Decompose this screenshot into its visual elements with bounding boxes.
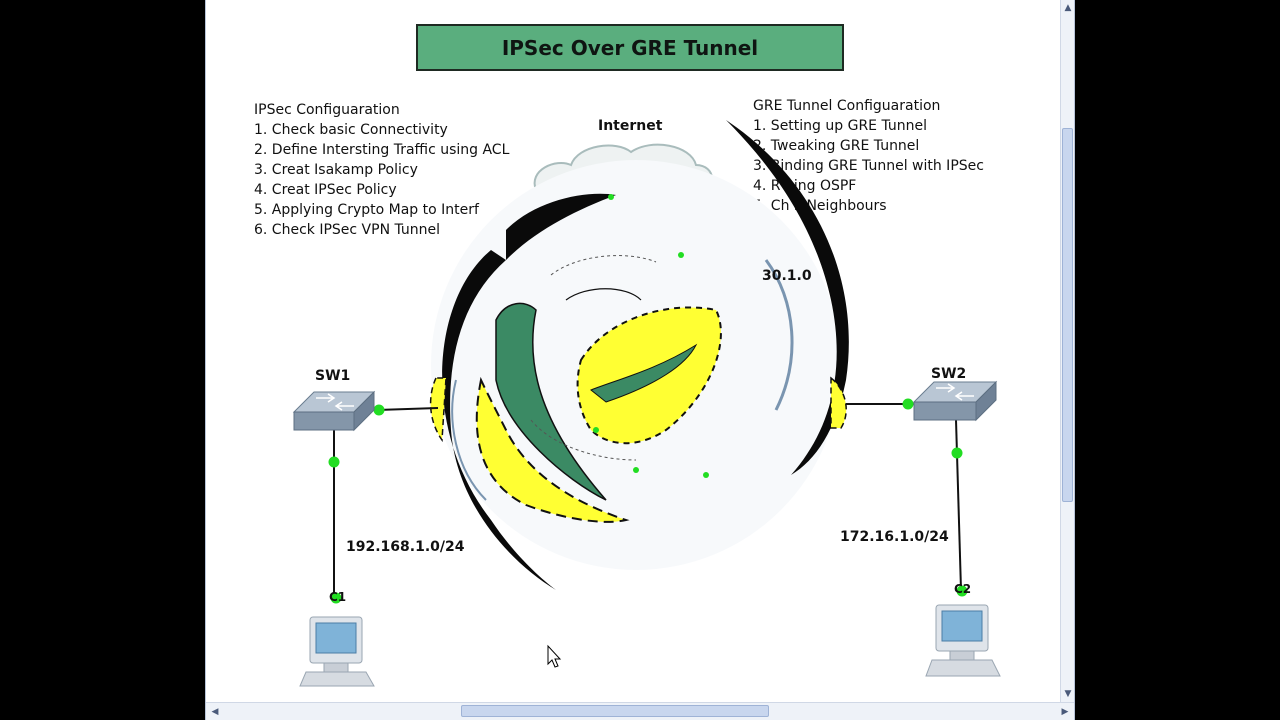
vertical-scrollbar[interactable]: ▲ ▼ bbox=[1060, 0, 1074, 702]
link-status-dot bbox=[951, 447, 963, 459]
swirl-effect bbox=[431, 120, 849, 590]
ipsec-step: 1. Check basic Connectivity bbox=[254, 122, 448, 138]
scroll-down-icon[interactable]: ▼ bbox=[1064, 689, 1072, 699]
ipsec-step: 5. Applying Crypto Map to Interf bbox=[254, 202, 479, 218]
network-left-label: 192.168.1.0/24 bbox=[346, 539, 465, 555]
horizontal-scrollbar[interactable]: ◀ ▶ bbox=[206, 702, 1074, 720]
gre-step: 2. Tweaking GRE Tunnel bbox=[753, 138, 920, 154]
link-sw2-pc2 bbox=[955, 419, 962, 591]
ipsec-step: 6. Check IPSec VPN Tunnel bbox=[254, 222, 441, 238]
ipsec-config-heading: IPSec Configuaration bbox=[254, 102, 400, 118]
computer-icon[interactable] bbox=[925, 604, 1001, 677]
link-status-dot bbox=[328, 456, 340, 468]
horizontal-scroll-thumb[interactable] bbox=[461, 705, 769, 717]
scroll-right-icon[interactable]: ▶ bbox=[1061, 707, 1069, 717]
switch-icon[interactable] bbox=[292, 390, 376, 432]
sw1-label: SW1 bbox=[315, 368, 351, 384]
diagram-title: IPSec Over GRE Tunnel bbox=[416, 24, 844, 71]
computer-icon[interactable] bbox=[299, 616, 375, 687]
ipsec-step: 4. Creat IPSec Policy bbox=[254, 182, 397, 198]
scroll-up-icon[interactable]: ▲ bbox=[1064, 3, 1072, 13]
pc2-label: C2 bbox=[954, 582, 972, 596]
link-status-dot bbox=[956, 585, 968, 597]
link-status-dot bbox=[902, 398, 914, 410]
gre-step: 1. Setting up GRE Tunnel bbox=[753, 118, 928, 134]
pc1-label: C1 bbox=[329, 590, 347, 604]
sw2-label: SW2 bbox=[931, 366, 967, 382]
link-status-dot bbox=[373, 404, 385, 416]
ipsec-config-list: IPSec Configuaration 1. Check basic Conn… bbox=[254, 100, 509, 240]
scroll-left-icon[interactable]: ◀ bbox=[211, 707, 219, 717]
vertical-scroll-thumb[interactable] bbox=[1062, 128, 1073, 502]
gre-step: 3. Binding GRE Tunnel with IPSec bbox=[753, 158, 984, 174]
diagram-window: IPSec Over GRE Tunnel IPSec Configuarati… bbox=[205, 0, 1075, 720]
gre-step: 5. Ch k Neighbours bbox=[753, 198, 887, 214]
diagram-canvas: IPSec Over GRE Tunnel IPSec Configuarati… bbox=[206, 0, 1061, 702]
internet-label: Internet bbox=[598, 118, 663, 134]
switch-icon[interactable] bbox=[912, 380, 998, 422]
link-sw1-router bbox=[375, 407, 439, 411]
ipsec-step: 3. Creat Isakamp Policy bbox=[254, 162, 418, 178]
network-diagram bbox=[292, 120, 1001, 687]
network-right-label: 172.16.1.0/24 bbox=[840, 529, 949, 545]
ipsec-step: 2. Define Intersting Traffic using ACL bbox=[254, 142, 510, 158]
gre-config-heading: GRE Tunnel Configuaration bbox=[753, 98, 941, 114]
mouse-cursor-icon bbox=[547, 644, 562, 668]
link-status-dot bbox=[330, 592, 342, 604]
partial-network-label: 30.1.0 bbox=[762, 268, 812, 284]
